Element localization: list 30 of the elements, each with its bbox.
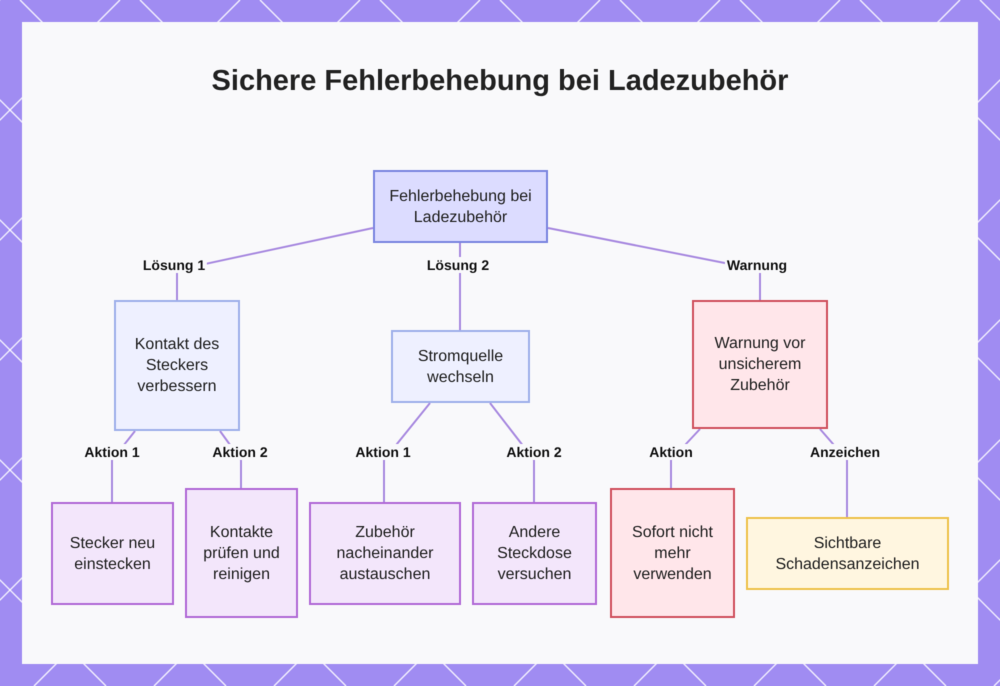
process-box [51,502,174,605]
edge-label: Anzeichen [808,444,882,460]
process-box [472,502,597,605]
node-text: Warnung vor unsicherem Zubehör [714,334,806,396]
node-text: Kontakte prüfen und reinigen [202,522,281,584]
process-box [309,502,461,605]
node-text: Sofort nicht mehr verwenden [631,522,714,584]
edge-label: Lösung 2 [424,257,492,273]
process-box [114,300,240,431]
edge-label: Aktion [647,444,695,460]
process-box [610,488,735,618]
node-text: Stromquelle wechseln [416,346,504,388]
node-text: Kontakt des Steckers verbessern [134,335,220,397]
node-text: Stecker neu einstecken [68,534,156,574]
node-text: Fehlerbehebung bei Ladezubehör [388,186,533,228]
process-box [185,488,298,618]
node-text: Sichtbare Schadensanzeichen [774,534,921,574]
edge-label: Aktion 1 [353,444,413,460]
edge-label: Aktion 2 [210,444,270,460]
edge-label: Lösung 1 [140,257,208,273]
title: Sichere Fehlerbehebung bei Ladezubehör [210,64,790,99]
edge-label: Warnung [724,257,790,273]
edge-label: Aktion 2 [504,444,564,460]
process-box [373,170,548,243]
process-box [391,330,530,403]
node-text: Andere Steckdose versuchen [496,523,573,585]
edge-label: Aktion 1 [82,444,142,460]
process-box [746,517,949,590]
process-box [692,300,828,429]
node-text: Zubehör nacheinander austauschen [336,523,434,585]
